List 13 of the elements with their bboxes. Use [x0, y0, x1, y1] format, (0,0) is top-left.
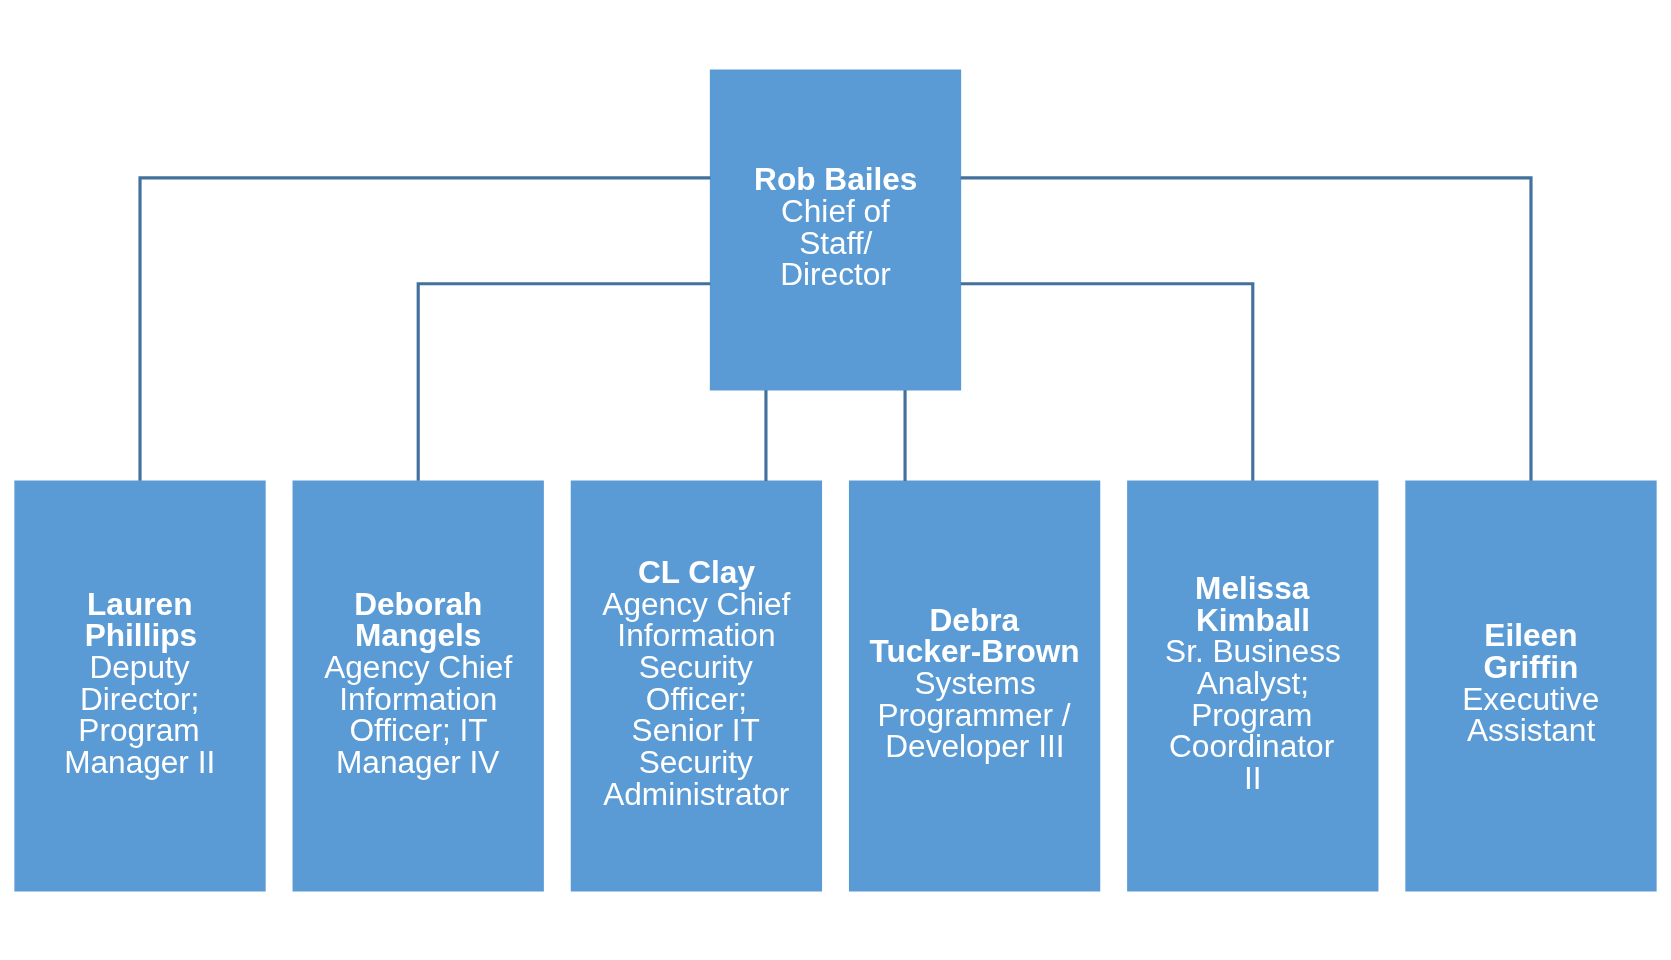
connector: [960, 175, 1533, 481]
node-box: Melissa Kimball Sr. Business Analyst; Program Coordinator II: [1127, 480, 1379, 891]
connector: [764, 389, 768, 481]
node-box: Lauren Phillips Deputy Director; Program Manager II: [14, 480, 266, 891]
connector: [416, 281, 711, 481]
node-box: Rob Bailes Chief of Staff/ Director: [709, 69, 962, 390]
node-box: Debra Tucker-Brown Systems Programmer / Developer III: [848, 480, 1101, 891]
node-box: Eileen Griffin Executive Assistant: [1405, 480, 1657, 891]
connector: [138, 175, 711, 481]
node-box: Deborah Mangels Agency Chief Information Officer; IT Manager IV: [292, 480, 544, 891]
node-box: CL Clay Agency Chief Information Security Officer; Senior IT Security Administrator: [570, 480, 823, 891]
connector: [960, 281, 1255, 481]
connector: [903, 389, 907, 481]
